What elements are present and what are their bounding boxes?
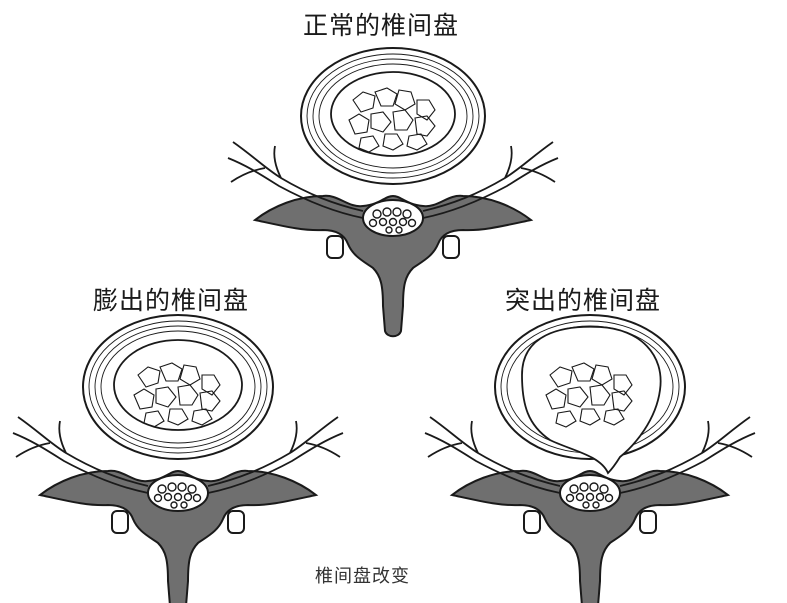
bulging-disc-figure [12,314,344,603]
figure-caption: 椎间盘改变 [315,566,410,587]
herniated-disc-figure [424,314,756,603]
herniated-disc-title: 突出的椎间盘 [505,286,662,315]
bulging-disc-title: 膨出的椎间盘 [93,286,250,315]
normal-disc-figure [227,47,559,338]
normal-disc-title: 正常的椎间盘 [303,11,460,40]
